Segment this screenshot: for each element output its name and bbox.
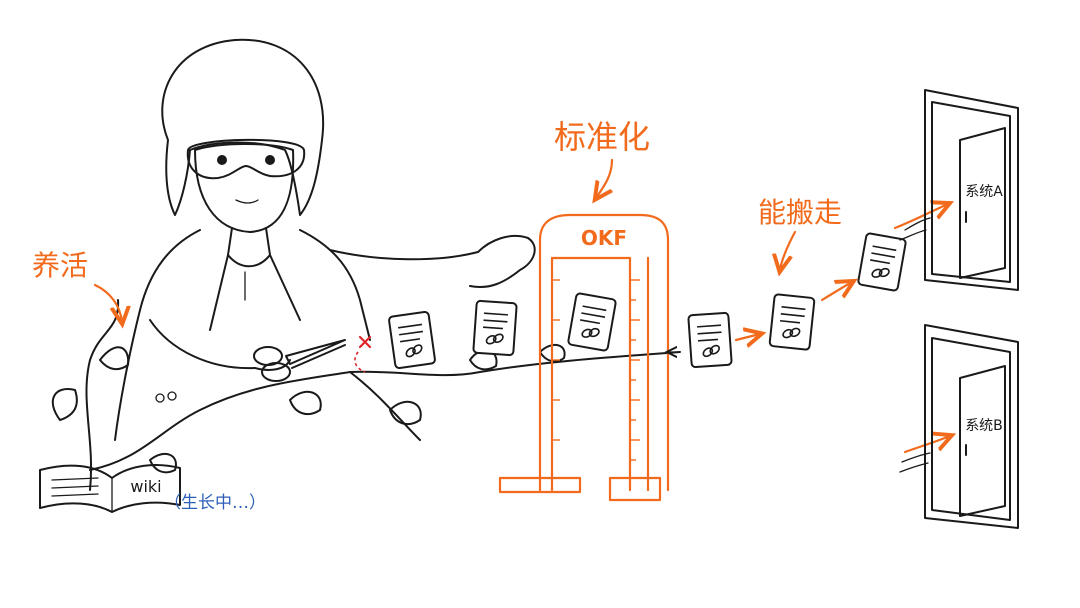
scissors-icon [253, 339, 346, 382]
okf-gate-label: OKF [581, 226, 627, 250]
flow-arrow-icon [734, 334, 760, 340]
scientist-figure [114, 38, 536, 441]
leaf-icon [51, 343, 566, 474]
portable-label: 能搬走 [758, 196, 842, 229]
standardize-arrow-icon [596, 158, 614, 198]
system-a-label: 系统A [965, 184, 1003, 200]
raise-label: 养活 [32, 249, 88, 282]
book-icon [39, 464, 181, 513]
flow-arrow-icon [893, 204, 948, 230]
okf-gate [498, 213, 670, 502]
flow-arrow-icon [903, 436, 950, 454]
raise-arrow-icon [93, 283, 122, 322]
standardize-label: 标准化 [554, 118, 650, 156]
system-b-label: 系统B [965, 418, 1003, 434]
growing-note: （生长中…） [164, 493, 266, 513]
door-icon [924, 324, 1019, 529]
door-icon [924, 89, 1019, 291]
portable-arrow-icon [780, 230, 797, 270]
flow-arrow-icon [820, 282, 852, 302]
wiki-label: wiki [130, 477, 161, 496]
